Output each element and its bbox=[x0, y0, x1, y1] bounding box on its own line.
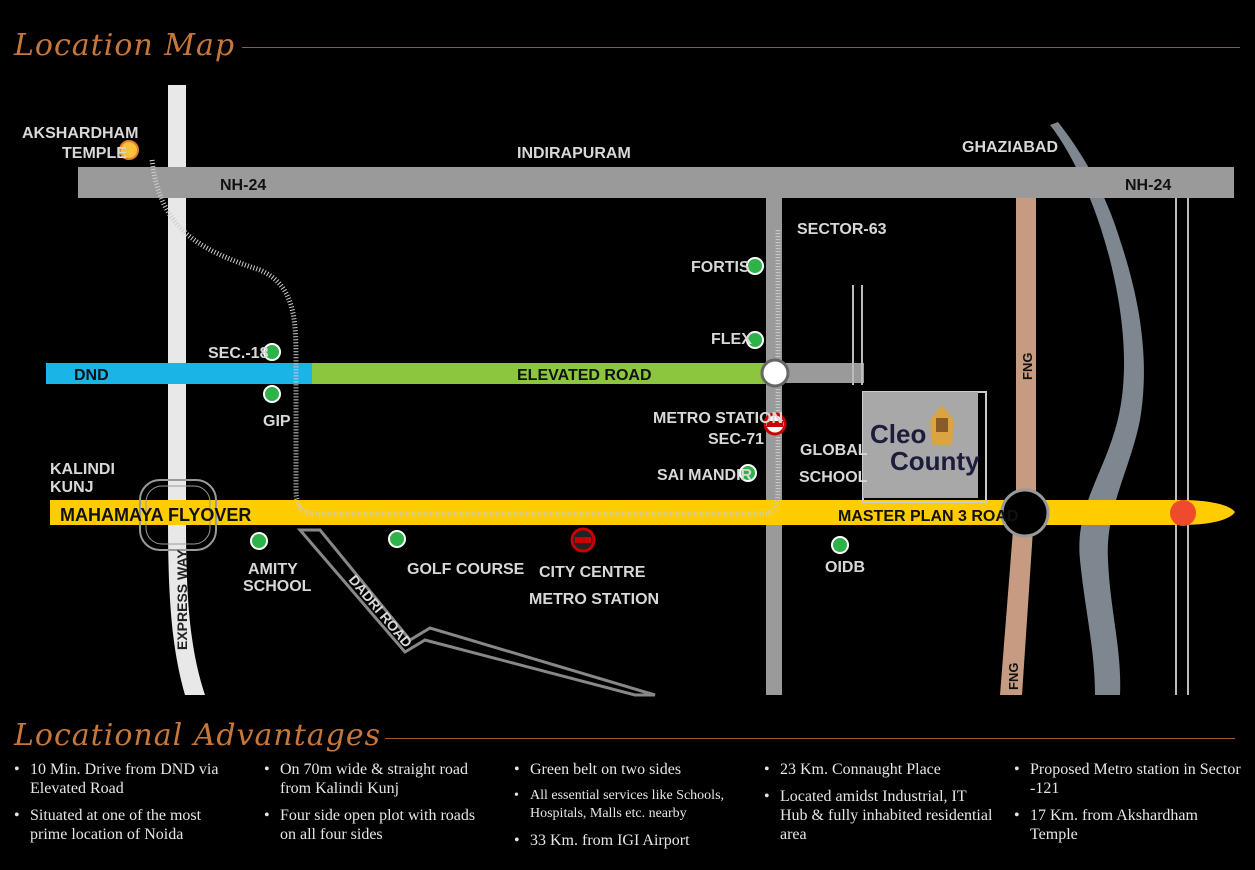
advantage-item: 10 Min. Drive from DND via Elevated Road bbox=[14, 760, 234, 798]
elevated-road bbox=[312, 363, 766, 384]
location-map: AKSHARDHAM TEMPLE INDIRAPURAM GHAZIABAD … bbox=[22, 85, 1235, 697]
label-dadri: DADRI ROAD bbox=[346, 572, 416, 651]
label-dnd: DND bbox=[74, 367, 109, 384]
advantage-item: 33 Km. from IGI Airport bbox=[514, 831, 744, 850]
label-kalindi-1: KALINDI bbox=[50, 461, 115, 478]
kalindi-loop-inner bbox=[145, 485, 211, 545]
expressway-road bbox=[168, 85, 205, 695]
kalindi-loop bbox=[139, 479, 217, 551]
label-expressway: EXPRESS WAY bbox=[174, 549, 190, 650]
line-a bbox=[852, 285, 854, 385]
pharaoh-icon bbox=[930, 405, 954, 445]
line-b bbox=[861, 285, 863, 385]
label-global-1: GLOBAL bbox=[800, 442, 868, 459]
logo-cleo: Cleo bbox=[870, 419, 926, 449]
advantages-col-3: Green belt on two sides All essential se… bbox=[514, 760, 744, 858]
cleo-box bbox=[863, 392, 978, 498]
label-city-centre-1: CITY CENTRE bbox=[539, 564, 646, 581]
advantages-col-4: 23 Km. Connaught Place Located amidst In… bbox=[764, 760, 994, 852]
advantage-item: Located amidst Industrial, IT Hub & full… bbox=[764, 787, 994, 844]
label-oidb: OIDB bbox=[825, 559, 865, 576]
advantages-title: Locational Advantages bbox=[14, 718, 382, 753]
label-metro-sec71-2: SEC-71 bbox=[708, 431, 764, 448]
label-amity-2: SCHOOL bbox=[243, 578, 312, 595]
advantage-item: Green belt on two sides bbox=[514, 760, 744, 779]
page-title: Location Map bbox=[14, 28, 236, 63]
label-sai-mandir: SAI MANDIR bbox=[657, 467, 753, 484]
dnd-road bbox=[46, 363, 312, 384]
metro-icon-sec71 bbox=[763, 412, 787, 436]
advantage-item: 17 Km. from Akshardham Temple bbox=[1014, 806, 1244, 844]
label-city-centre-2: METRO STATION bbox=[529, 591, 659, 608]
grey-connector bbox=[782, 363, 864, 383]
label-golf: GOLF COURSE bbox=[407, 561, 525, 578]
sector63-road bbox=[766, 198, 782, 695]
metro-line bbox=[149, 159, 781, 517]
advantage-item: On 70m wide & straight road from Kalindi… bbox=[264, 760, 494, 798]
label-flex: FLEX bbox=[711, 331, 752, 348]
fng-roundabout bbox=[1000, 488, 1050, 538]
advantage-item: 23 Km. Connaught Place bbox=[764, 760, 994, 779]
title-divider bbox=[242, 47, 1240, 48]
label-fortis: FORTIS bbox=[691, 259, 750, 276]
dadri-road bbox=[296, 528, 656, 697]
advantage-item: All essential services like Schools, Hos… bbox=[514, 787, 744, 823]
logo-county: County bbox=[890, 446, 980, 476]
label-akshardham: AKSHARDHAM bbox=[22, 125, 138, 142]
metro-icon-city-centre bbox=[570, 527, 596, 553]
advantages-divider bbox=[385, 738, 1235, 739]
label-mahamaya: MAHAMAYA FLYOVER bbox=[60, 505, 251, 525]
label-indirapuram: INDIRAPURAM bbox=[517, 145, 631, 162]
advantage-item: Four side open plot with roads on all fo… bbox=[264, 806, 494, 844]
label-metro-sec71-1: METRO STATION bbox=[653, 410, 783, 427]
label-kalindi-2: KUNJ bbox=[50, 479, 94, 496]
label-global-2: SCHOOL bbox=[799, 469, 868, 486]
advantages-col-1: 10 Min. Drive from DND via Elevated Road… bbox=[14, 760, 234, 852]
amity-dot bbox=[250, 532, 268, 550]
river bbox=[1050, 122, 1144, 695]
label-fng-top: FNG bbox=[1020, 353, 1035, 380]
akshardham-dot bbox=[119, 140, 139, 160]
sai-mandir-dot bbox=[739, 464, 757, 482]
label-gip: GIP bbox=[263, 413, 291, 430]
label-master-plan: MASTER PLAN 3 ROAD bbox=[838, 508, 1018, 525]
gip-dot bbox=[263, 385, 281, 403]
label-fng-bottom: FNG bbox=[1006, 663, 1021, 690]
sec18-dot bbox=[263, 343, 281, 361]
advantage-item: Situated at one of the most prime locati… bbox=[14, 806, 234, 844]
golf-dot bbox=[388, 530, 406, 548]
elevated-roundabout bbox=[760, 358, 790, 388]
advantages-col-5: Proposed Metro station in Sector -121 17… bbox=[1014, 760, 1244, 852]
line-c bbox=[1175, 198, 1177, 695]
label-nh24-right: NH-24 bbox=[1125, 177, 1171, 194]
line-d bbox=[1187, 198, 1189, 695]
nh24-road bbox=[78, 167, 1234, 198]
advantage-item: Proposed Metro station in Sector -121 bbox=[1014, 760, 1244, 798]
label-amity-1: AMITY bbox=[248, 561, 298, 578]
label-elevated: ELEVATED ROAD bbox=[517, 367, 652, 384]
advantages-col-2: On 70m wide & straight road from Kalindi… bbox=[264, 760, 494, 852]
label-ghaziabad: GHAZIABAD bbox=[962, 139, 1058, 156]
oidb-dot bbox=[831, 536, 849, 554]
label-temple: TEMPLE bbox=[62, 145, 127, 162]
label-sector63: SECTOR-63 bbox=[797, 221, 887, 238]
flex-dot bbox=[746, 331, 764, 349]
label-sec18: SEC.-18 bbox=[208, 345, 269, 362]
fng-road-lower bbox=[1000, 530, 1033, 695]
proposed-metro-dot bbox=[1170, 500, 1196, 526]
fng-road bbox=[1016, 198, 1036, 498]
label-nh24-left: NH-24 bbox=[220, 177, 266, 194]
master-plan-road bbox=[50, 500, 1235, 525]
fortis-dot bbox=[746, 257, 764, 275]
